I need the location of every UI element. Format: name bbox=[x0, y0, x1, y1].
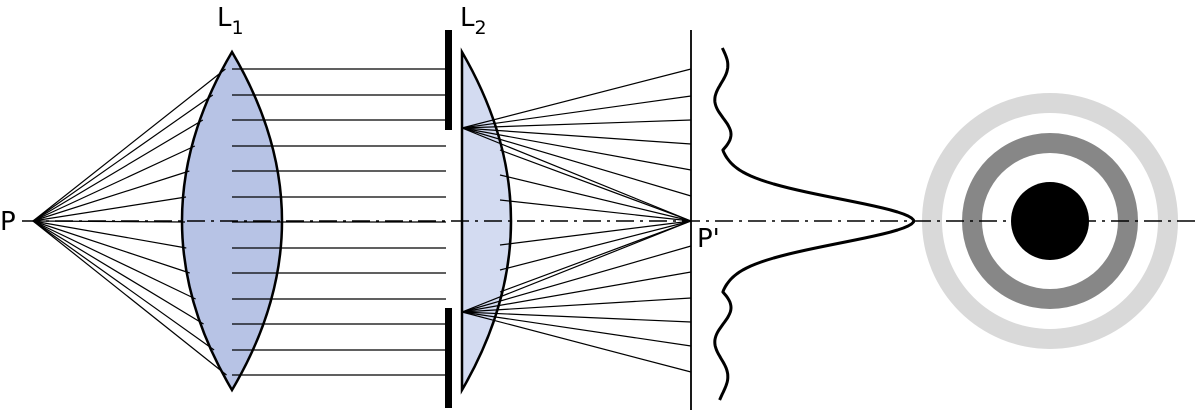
ray-incident bbox=[32, 220, 190, 274]
aperture-lower-blade bbox=[445, 308, 452, 408]
ray-incident bbox=[32, 220, 196, 300]
ray-incident bbox=[32, 196, 187, 222]
aperture-upper-blade bbox=[445, 30, 452, 130]
ray-diffracted-lower bbox=[461, 245, 692, 313]
label-image-point: P' bbox=[697, 224, 720, 254]
label-lens-2-subscript: 2 bbox=[475, 17, 487, 39]
ray-incident bbox=[32, 94, 214, 222]
ray-diffracted-upper bbox=[461, 127, 692, 197]
ray-diffracted-lower bbox=[461, 311, 692, 373]
ray-diffracted-upper bbox=[461, 95, 692, 129]
ray-incident bbox=[32, 220, 215, 351]
ray-diffracted-upper bbox=[461, 127, 692, 222]
aperture-stop bbox=[445, 30, 452, 408]
label-lens-2-letter: L bbox=[460, 3, 475, 33]
ray-diffracted-upper bbox=[461, 119, 692, 129]
ray-diffracted-lower bbox=[461, 220, 692, 313]
ray-incident bbox=[32, 68, 226, 222]
ray-incident bbox=[32, 220, 204, 325]
ray-diffracted-upper bbox=[461, 68, 692, 129]
ray-converging bbox=[499, 220, 692, 271]
ray-converging bbox=[499, 149, 692, 222]
ray-converging bbox=[499, 199, 692, 222]
ray-incident bbox=[32, 119, 204, 222]
label-lens-1-letter: L bbox=[217, 3, 232, 33]
ray-diffracted-lower bbox=[461, 311, 692, 323]
rays-lens2-to-screen bbox=[461, 68, 692, 373]
ray-converging bbox=[499, 174, 692, 222]
label-lens-1-subscript: 1 bbox=[232, 17, 244, 39]
rays-collimated bbox=[232, 68, 446, 376]
ray-converging bbox=[499, 220, 692, 246]
intensity-profile-curve bbox=[713, 47, 915, 401]
label-lens-2: L2 bbox=[460, 3, 487, 39]
ray-incident bbox=[32, 220, 227, 376]
ray-incident bbox=[32, 145, 196, 222]
ray-diffracted-upper bbox=[461, 127, 692, 145]
ray-diffracted-lower bbox=[461, 297, 692, 313]
ray-diffracted-upper bbox=[461, 127, 692, 171]
ray-diffracted-lower bbox=[461, 271, 692, 313]
label-lens-1: L1 bbox=[217, 3, 244, 39]
label-source-point: P bbox=[0, 207, 16, 237]
ray-converging bbox=[499, 220, 692, 293]
ray-incident bbox=[32, 170, 190, 222]
ray-incident bbox=[32, 220, 187, 249]
rays-source-to-lens1 bbox=[32, 68, 227, 376]
ray-diffracted-lower bbox=[461, 311, 692, 347]
